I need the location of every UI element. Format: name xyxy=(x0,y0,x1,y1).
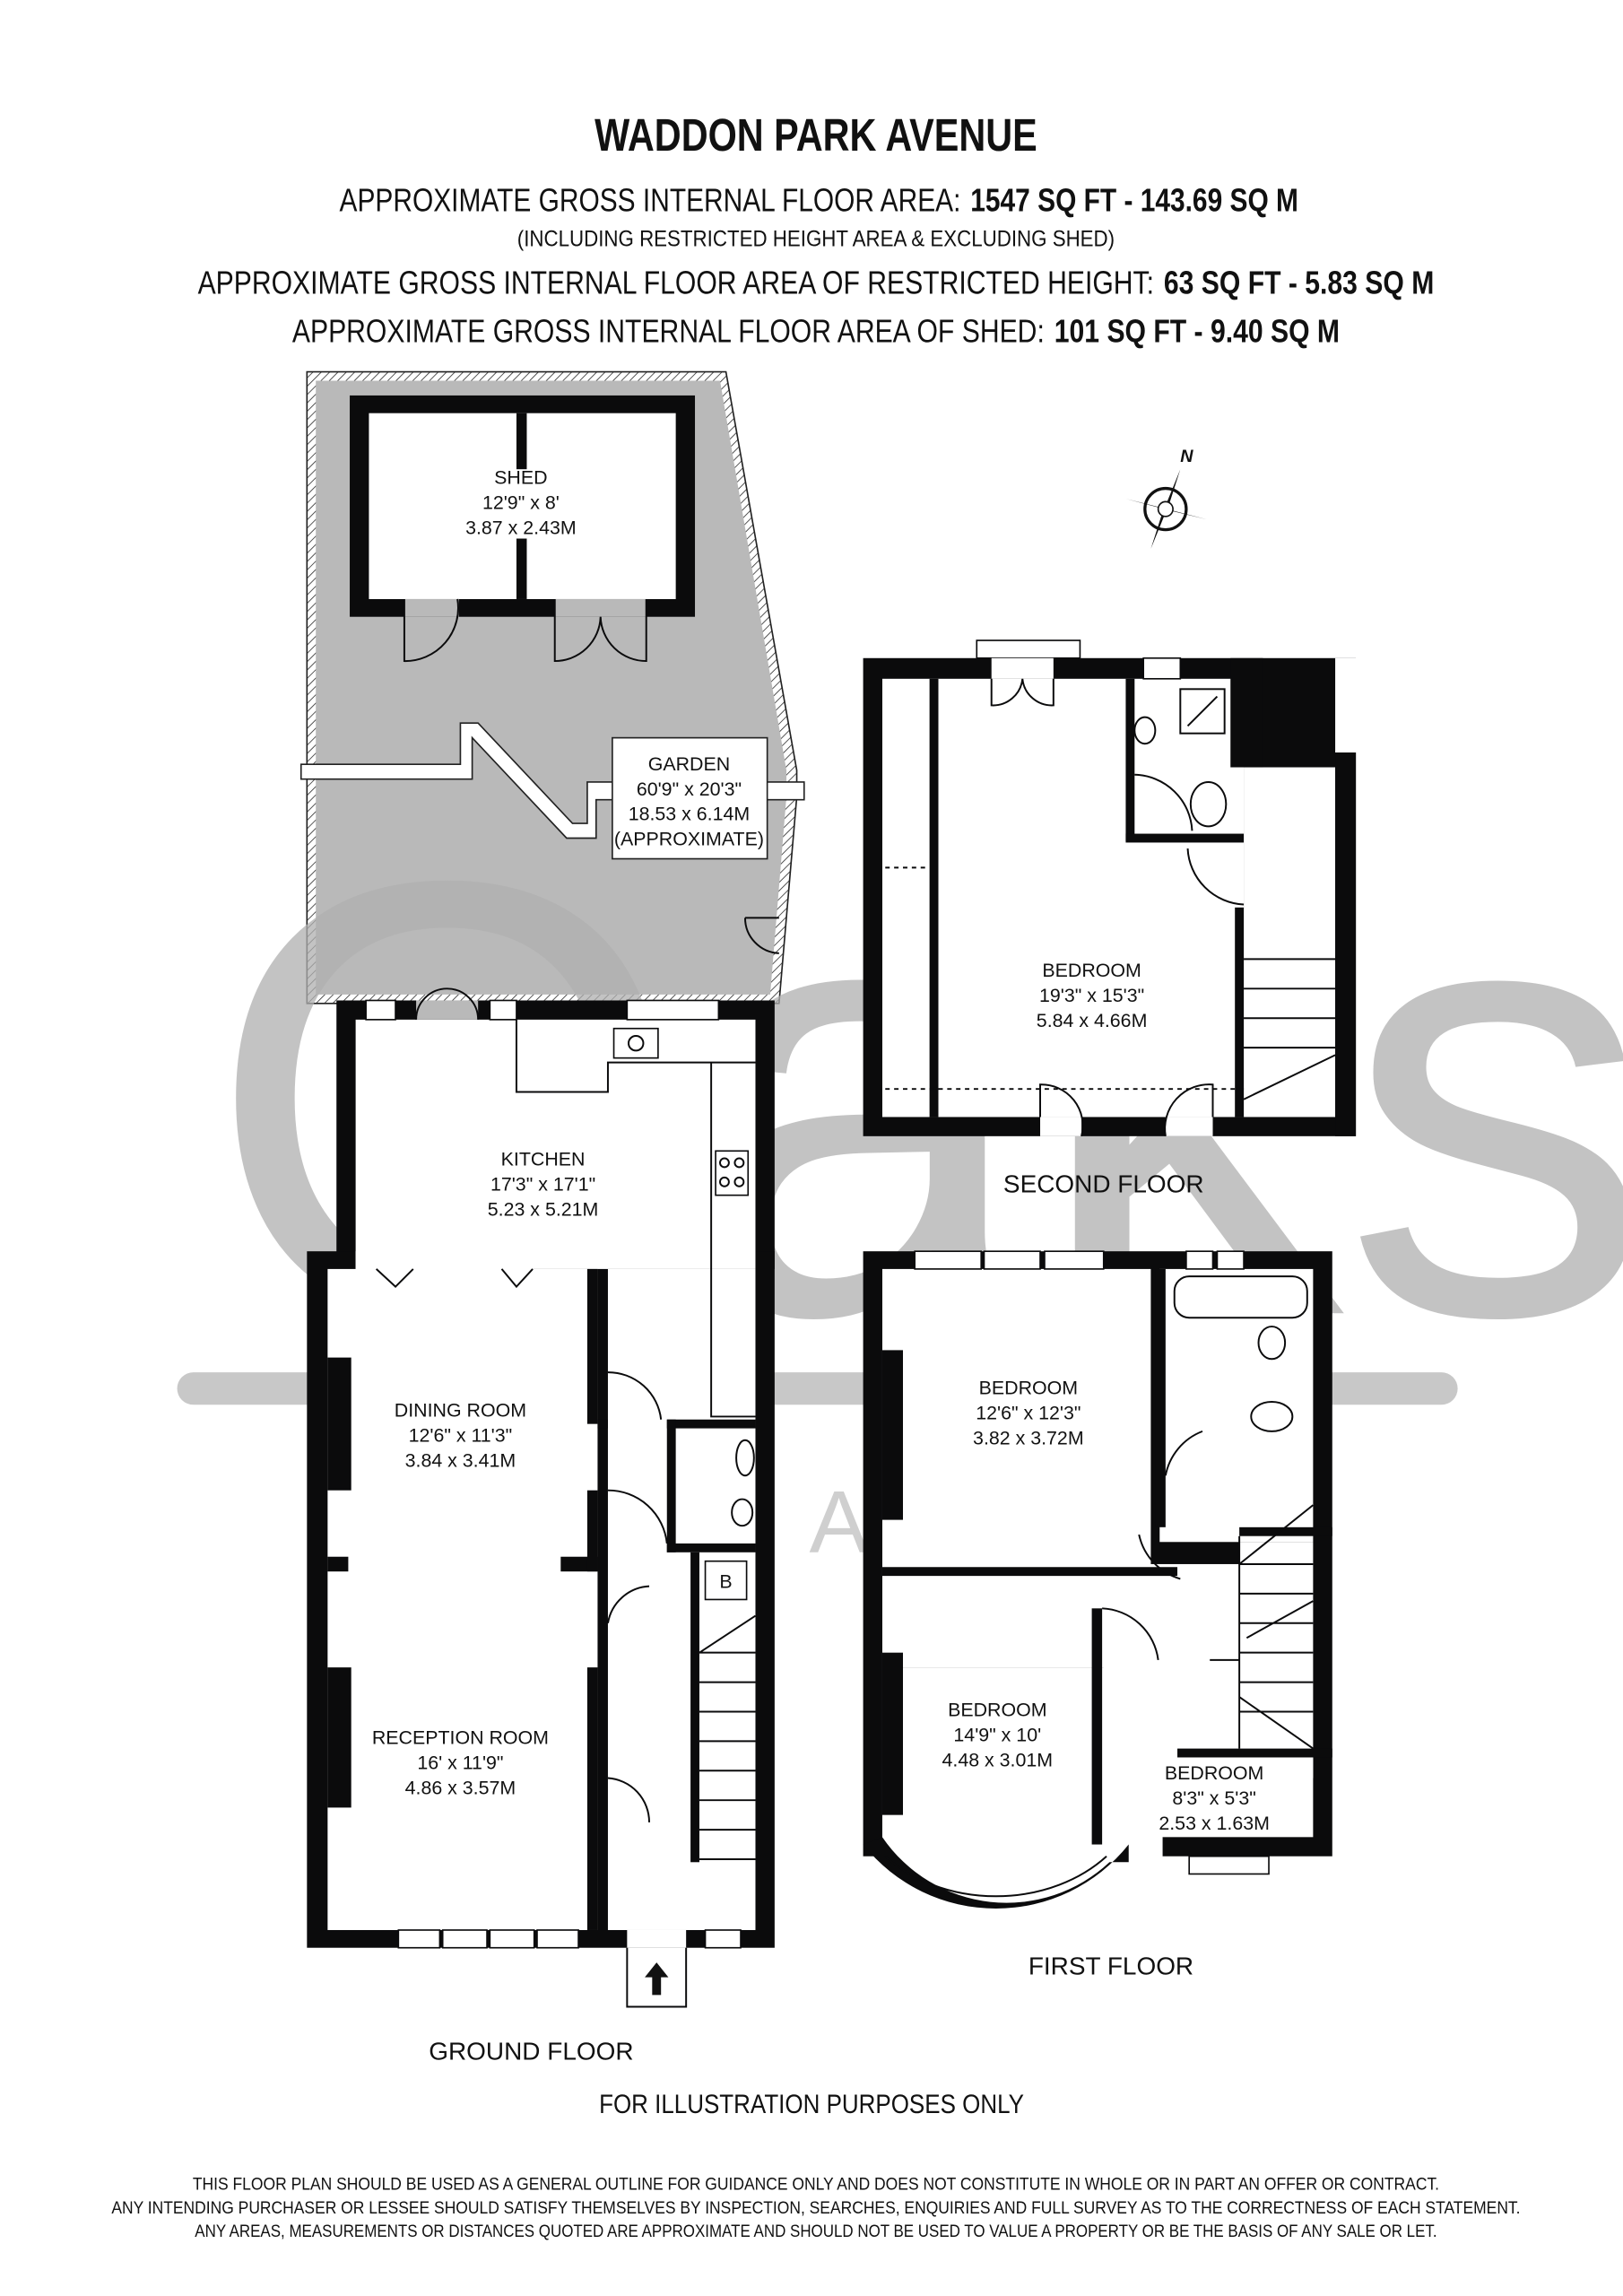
first-floor-label: FIRST FLOOR xyxy=(1028,1952,1193,1979)
kitchen-imperial: 17'3" x 17'1" xyxy=(490,1174,595,1196)
first-bedroom-front-imperial: 14'9" x 10' xyxy=(953,1724,1041,1745)
dining-metric: 3.84 x 3.41M xyxy=(405,1449,516,1471)
first-bedroom-front-metric: 4.48 x 3.01M xyxy=(942,1749,1054,1770)
disclaimer-line-2: ANY INTENDING PURCHASER OR LESSEE SHOULD… xyxy=(111,2198,1520,2218)
restricted-height-area: APPROXIMATE GROSS INTERNAL FLOOR AREA OF… xyxy=(198,264,1435,300)
second-bedroom-imperial: 19'3" x 15'3" xyxy=(1039,985,1144,1006)
second-floor-label: SECOND FLOOR xyxy=(1003,1170,1204,1197)
first-bedroom-small-imperial: 8'3" x 5'3" xyxy=(1172,1787,1255,1809)
garden-metric: 18.53 x 6.14M xyxy=(629,804,750,825)
page-title: WADDON PARK AVENUE xyxy=(595,109,1037,161)
second-bedroom-name: BEDROOM xyxy=(1042,960,1141,981)
total-area-note: (INCLUDING RESTRICTED HEIGHT AREA & EXCL… xyxy=(517,228,1115,252)
garden-label-box xyxy=(612,736,768,860)
garden-note: (APPROXIMATE) xyxy=(614,829,764,850)
shed-imperial: 12'9" x 8' xyxy=(482,492,560,514)
garden-imperial: 60'9" x 20'3" xyxy=(637,778,742,800)
garden-name: GARDEN xyxy=(648,753,730,775)
total-area: APPROXIMATE GROSS INTERNAL FLOOR AREA:15… xyxy=(340,181,1298,218)
kitchen-metric: 5.23 x 5.21M xyxy=(488,1199,599,1221)
dining-name: DINING ROOM xyxy=(395,1399,526,1421)
disclaimer-line-3: ANY AREAS, MEASUREMENTS OR DISTANCES QUO… xyxy=(195,2222,1436,2241)
shed-area: APPROXIMATE GROSS INTERNAL FLOOR AREA OF… xyxy=(292,313,1340,350)
kitchen-name: KITCHEN xyxy=(501,1149,586,1170)
dining-imperial: 12'6" x 11'3" xyxy=(409,1424,513,1446)
first-bedroom-rear-imperial: 12'6" x 12'3" xyxy=(976,1403,1081,1424)
ground-floor: B KITCHEN 17'3" x 17'1" 5.23 x 5.21M DIN… xyxy=(307,987,775,2066)
compass-icon: N xyxy=(1125,447,1207,550)
shed: SHED 12'9" x 8' 3.87 x 2.43M xyxy=(350,395,696,663)
boiler-label: B xyxy=(719,1570,732,1592)
first-floor: BEDROOM 12'6" x 12'3" 3.82 x 3.72M BEDRO… xyxy=(863,1250,1332,1979)
footer: FOR ILLUSTRATION PURPOSES ONLY THIS FLOO… xyxy=(111,2090,1520,2241)
first-bedroom-small-name: BEDROOM xyxy=(1165,1762,1263,1784)
first-bedroom-small-metric: 2.53 x 1.63M xyxy=(1159,1813,1270,1834)
first-bedroom-rear-metric: 3.82 x 3.72M xyxy=(973,1428,1084,1449)
reception-name: RECEPTION ROOM xyxy=(372,1727,549,1749)
first-bedroom-rear-name: BEDROOM xyxy=(979,1378,1078,1399)
first-bedroom-front-name: BEDROOM xyxy=(948,1699,1046,1720)
disclaimer-line-1: THIS FLOOR PLAN SHOULD BE USED AS A GENE… xyxy=(193,2175,1439,2195)
shed-metric: 3.87 x 2.43M xyxy=(465,517,577,539)
header: WADDON PARK AVENUE APPROXIMATE GROSS INT… xyxy=(198,109,1435,350)
boiler xyxy=(704,1560,748,1601)
compass-north-label: N xyxy=(1180,447,1193,466)
entrance-arrow-icon xyxy=(645,1962,669,1996)
reception-imperial: 16' x 11'9" xyxy=(417,1752,503,1774)
ground-floor-label: GROUND FLOOR xyxy=(429,2038,633,2066)
second-bedroom-metric: 5.84 x 4.66M xyxy=(1037,1010,1148,1031)
second-floor: N BEDROOM 19'3" x 15'3" 5.84 x 4.66M SEC… xyxy=(863,447,1365,1197)
reception-metric: 4.86 x 3.57M xyxy=(405,1778,516,1799)
shed-name: SHED xyxy=(494,467,547,489)
illustration-notice: FOR ILLUSTRATION PURPOSES ONLY xyxy=(599,2090,1024,2119)
